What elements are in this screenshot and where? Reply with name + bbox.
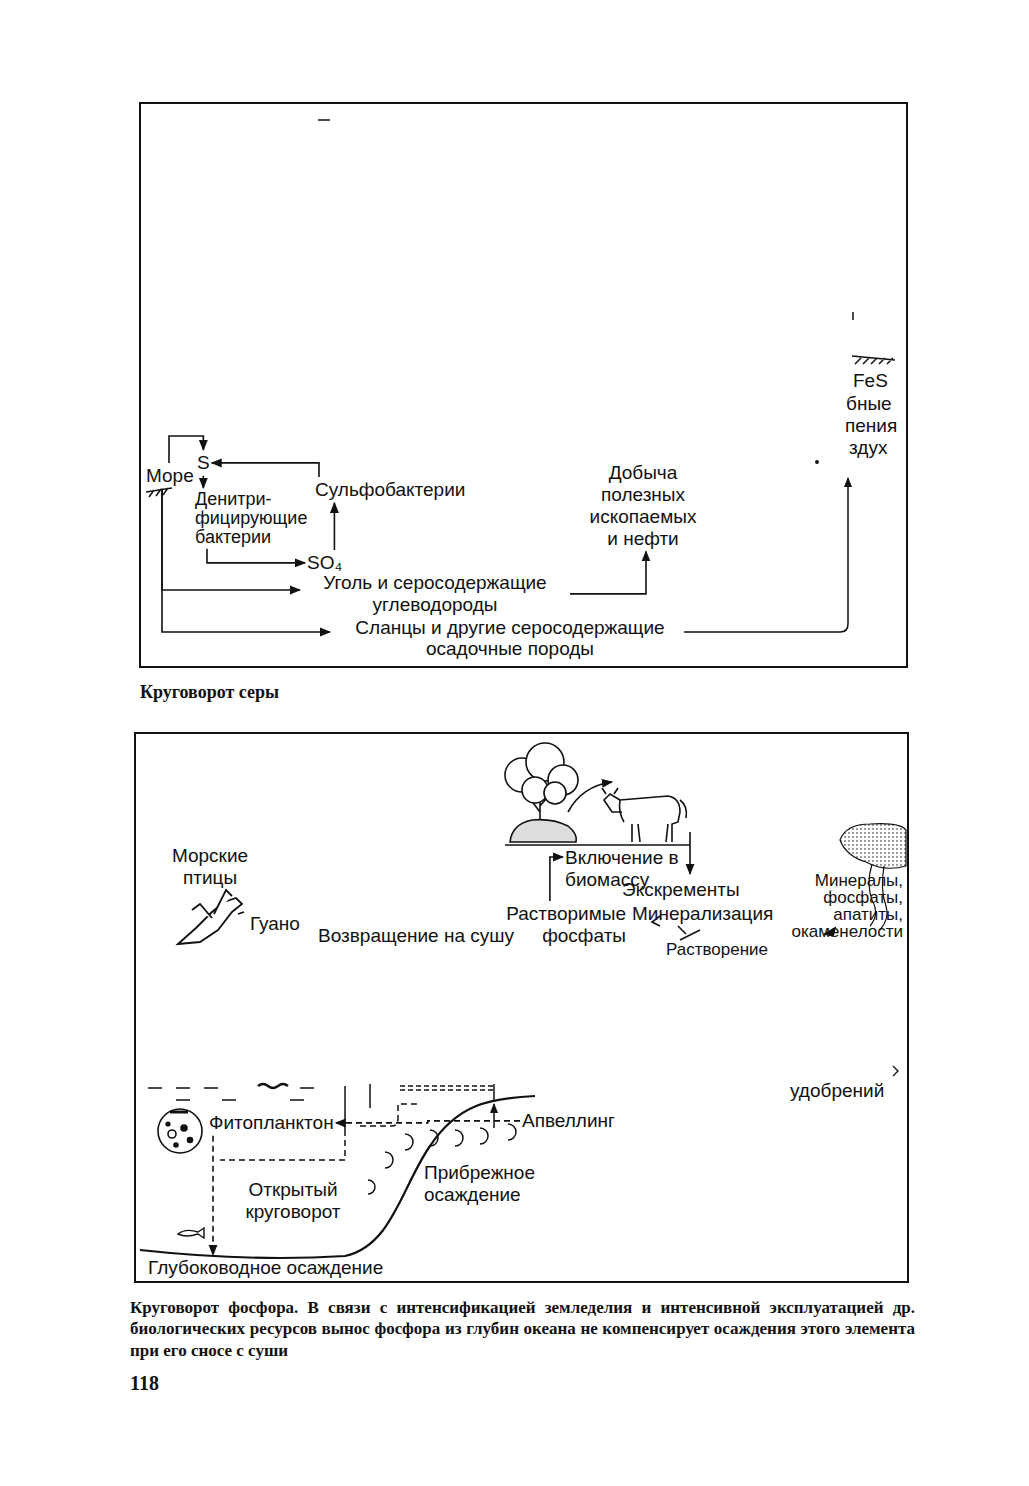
node-text: Сульфобактерии [315,479,465,501]
cycle-label: Денитри- фицирующие бактерии [193,488,318,549]
cut-label: пения [845,415,897,437]
cycle-arrow [207,549,305,563]
upwelling-swirls [368,1124,516,1194]
surface-dashes [400,1086,494,1090]
cycle-label: Возвращение на сушу [316,923,516,949]
tree-crown [505,743,578,804]
cycle-label: Морские птицы [160,843,260,891]
cycle-label: Сланцы и другие серосодержащие осадочные… [330,616,690,662]
ground-line [505,844,690,846]
cycle-label: Растворимые фосфаты [486,901,628,949]
cut-label: удобрений [790,1080,884,1102]
cycle-label: SO₄ [305,550,344,576]
node-text: Морские птицы [162,845,258,889]
node-text: Растворение [666,940,768,960]
node-text: Растворимые фосфаты [488,903,626,947]
node-text: Глубоководное осаждение [148,1257,383,1279]
cycle-label: Минералы, фосфаты, апатиты, окаменелости [755,870,905,942]
node-text: Море [146,465,194,487]
sulfur-details [146,120,895,632]
cycle-arrow [550,857,563,901]
frames [135,103,908,1282]
cycle-arrow [334,503,336,550]
node-text: Уголь и серосодержащие углеводороды [302,572,568,616]
cut-label: FeS [853,370,888,392]
node-text: Апвеллинг [522,1110,615,1132]
cycle-label: Гуано [248,911,302,937]
cycle-arrow [212,1136,214,1255]
node-text: S [197,452,210,474]
cycle-arrow [203,476,205,488]
node-text: Возвращение на сушу [318,925,514,947]
figure-caption: Круговорот серы [140,682,279,703]
node-text: Экскременты [622,879,740,901]
cycle-label: Добыча полезных ископаемых и нефти [582,460,704,551]
node-text: Денитри- фицирующие бактерии [195,490,316,547]
node-text: Гуано [250,913,300,935]
excrement-arrow [689,832,691,874]
phosphorus-frame [135,733,908,1282]
water-dashes [148,1088,314,1100]
figure-caption: Круговорот фосфора. В связи с интенсифик… [130,1297,915,1361]
cut-arrow [893,1066,898,1076]
node-text: Минералы, фосфаты, апатиты, окаменелости [757,872,903,940]
node-text: Добыча полезных ископаемых и нефти [584,462,702,549]
cycle-label: Уголь и серосодержащие углеводороды [300,570,570,618]
page-number: 118 [130,1372,159,1395]
fish [178,1228,204,1238]
cycle-label: Прибрежное осаждение [422,1160,557,1208]
cut-label: здух [849,437,887,459]
cow [602,788,686,842]
cycle-label: Экскременты [620,877,742,903]
cycle-label: Сульфобактерии [313,477,467,503]
cycle-label: Глубоководное осаждение [146,1255,385,1281]
eating-arrow [568,782,612,812]
node-text: Открытый круговорот [235,1179,351,1223]
cycle-arrow [570,551,646,593]
node-text: Прибрежное осаждение [424,1162,555,1206]
cycle-label: Растворение [664,938,770,962]
rock [510,820,576,842]
cycle-label: Открытый круговорот [233,1177,353,1225]
cycle-label: S [195,450,212,476]
node-text: Минерализация [632,903,773,925]
bird [178,890,244,944]
node-text: SO₄ [307,552,342,574]
phytoplankton-cell [158,1109,202,1153]
cycle-arrow [336,1121,520,1123]
cycle-label: Апвеллинг [520,1108,617,1134]
sulfur-frame [140,103,907,667]
water-wave [258,1084,288,1088]
node-text: Фитопланктон [209,1112,334,1134]
cycle-arrow [212,463,319,477]
cycle-label: Море [144,463,196,489]
node-text: Сланцы и другие серосодержащие осадочные… [332,618,688,660]
cycle-arrow [162,489,330,632]
cycle-label: Минерализация [630,901,775,927]
cut-label: бные [846,393,892,415]
cycle-label: Фитопланктон [207,1110,336,1136]
